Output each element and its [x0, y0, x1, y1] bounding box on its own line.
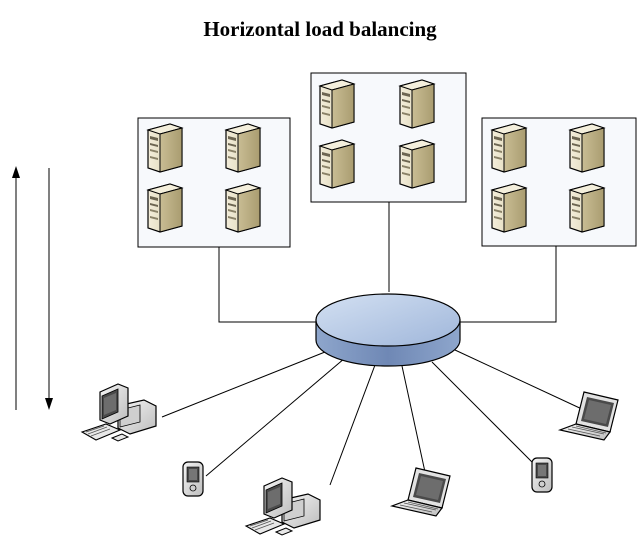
server-icon [491, 123, 527, 173]
diagram-title: Horizontal load balancing [203, 17, 437, 41]
server-icon [569, 183, 605, 233]
client-links [161, 349, 585, 486]
laptop-icon [391, 467, 451, 517]
server-icon [147, 183, 183, 233]
arrow-down [45, 168, 53, 410]
pda-icon [182, 461, 204, 497]
server-icon [319, 79, 355, 129]
laptop-icon [559, 391, 619, 441]
server-icon [147, 123, 183, 173]
network-hub-icon [315, 293, 461, 367]
server-icon [491, 183, 527, 233]
pda-icon [531, 457, 553, 493]
server-rack-center [310, 72, 467, 203]
server-icon [569, 123, 605, 173]
server-icon [319, 139, 355, 189]
server-icon [225, 123, 261, 173]
server-icon [399, 79, 435, 129]
server-icon [399, 139, 435, 189]
desktop-computer-icon [81, 383, 157, 442]
server-links [218, 202, 557, 323]
server-rack-right [481, 117, 637, 247]
arrow-up [12, 166, 20, 410]
server-rack-left [137, 117, 291, 248]
desktop-computer-icon [245, 477, 321, 536]
server-icon [225, 183, 261, 233]
